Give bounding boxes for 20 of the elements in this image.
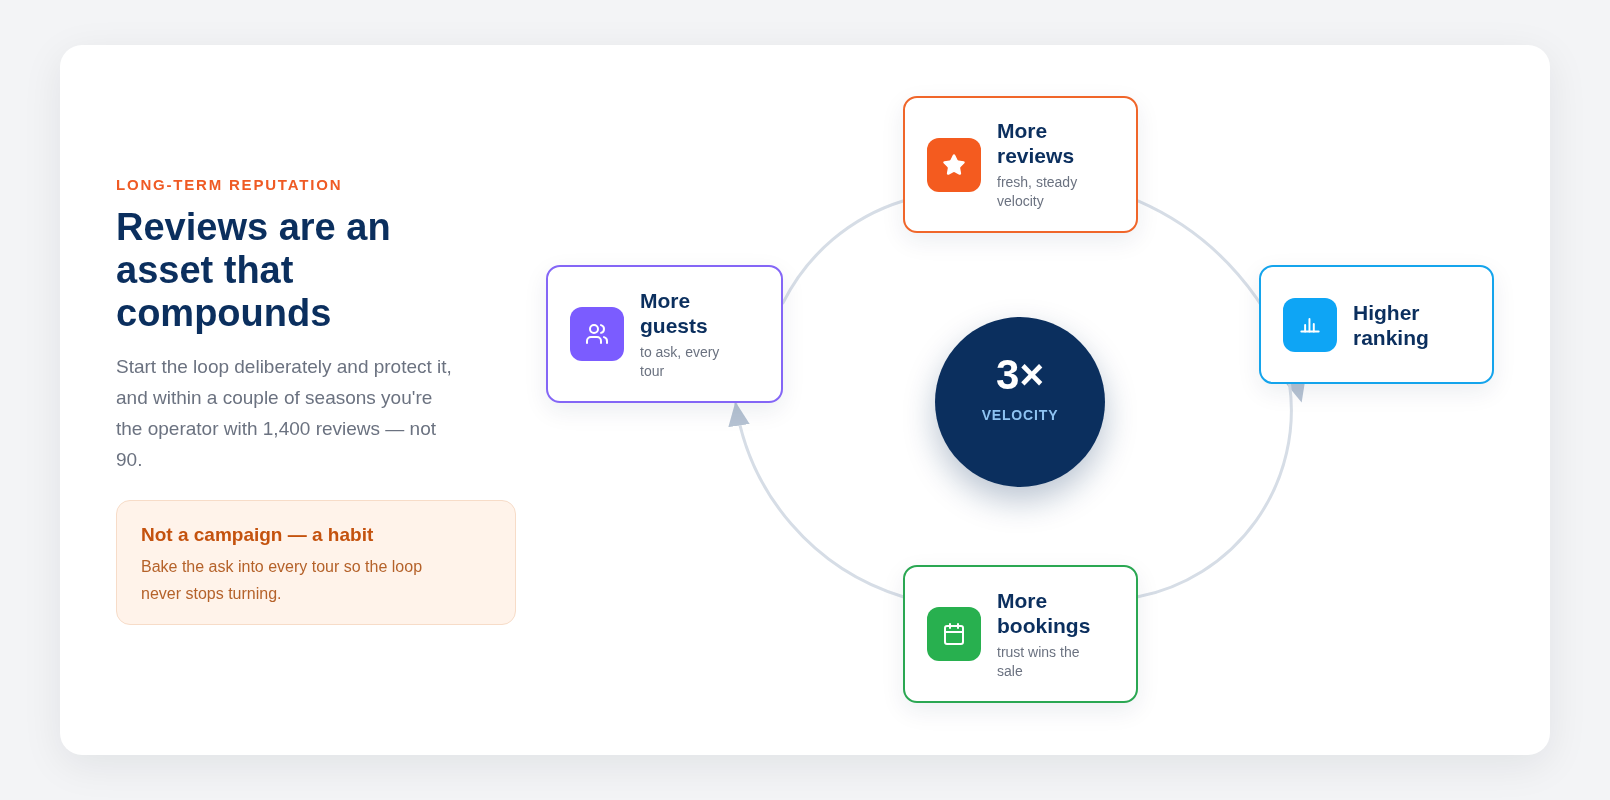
loop-arrow: [729, 401, 905, 599]
step-card: [903, 565, 1138, 703]
body-text: Start the loop deliberately and protect it, and within a couple of seasons you're the operator with 1,400 reviews — not 90.: [116, 355, 452, 472]
step-card: [1259, 265, 1494, 384]
callout-title: Not a campaign — a habit: [141, 523, 375, 547]
multiplier-value: 3×: [996, 352, 1044, 398]
step-card: [903, 96, 1138, 233]
card-title: Higher ranking: [1353, 299, 1430, 350]
card-subtitle: to ask, every tour: [640, 342, 721, 381]
step-card: [546, 265, 783, 403]
card-subtitle: trust wins the sale: [997, 642, 1081, 681]
card-title: More bookings: [997, 587, 1092, 638]
card-subtitle: fresh, steady velocity: [997, 173, 1079, 211]
card-title: More reviews: [997, 118, 1076, 168]
card-title: More guests: [640, 287, 709, 338]
callout-box: [116, 500, 516, 625]
callout-text: Bake the ask into every tour so the loop never stops turning.: [141, 557, 424, 604]
eyebrow-label: LONG-TERM REPUTATION: [116, 175, 344, 195]
heading: Reviews are an asset that compounds: [116, 206, 392, 335]
circle-label: VELOCITY: [981, 406, 1059, 424]
